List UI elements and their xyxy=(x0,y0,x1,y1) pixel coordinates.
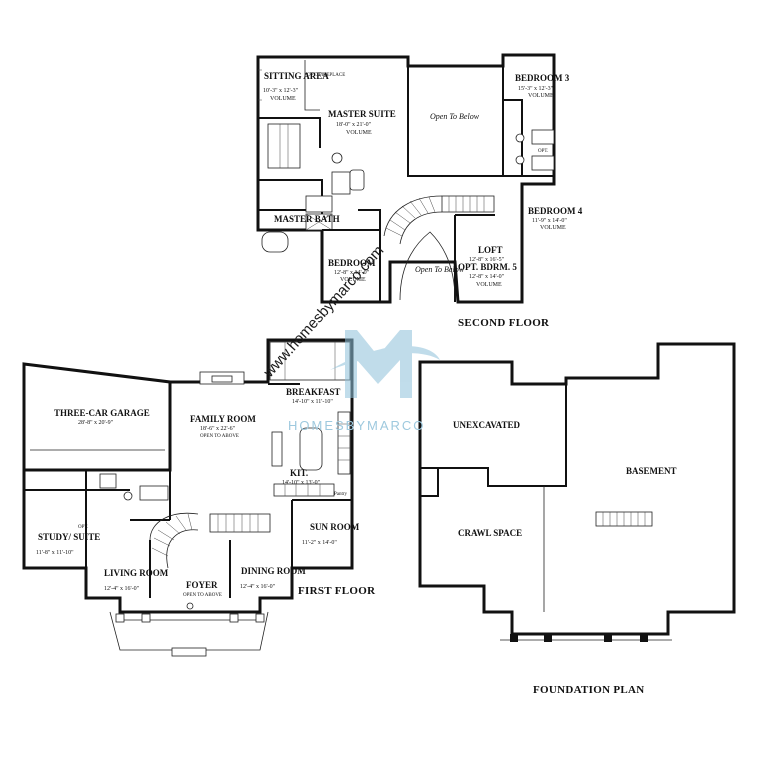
master-suite-dim: 18'-0" x 21'-0" xyxy=(336,122,372,128)
sun-room-label: SUN ROOM xyxy=(310,522,360,532)
master-suite-label: MASTER SUITE xyxy=(328,109,396,119)
bedroom-label: BEDROOM xyxy=(328,258,376,268)
kitchen-label: KIT. xyxy=(290,468,308,478)
loft-dim-2: 12'-8" x 14'-0" xyxy=(469,274,505,280)
loft-alt-label: OPT. BDRM. 5 xyxy=(458,262,517,272)
crawl-space-label: CRAWL SPACE xyxy=(458,528,522,538)
bedroom-4-volume: VOLUME xyxy=(540,225,566,231)
basement-label: BASEMENT xyxy=(626,466,677,476)
garage-label: THREE-CAR GARAGE xyxy=(54,408,150,418)
bedroom-4-label: BEDROOM 4 xyxy=(528,206,583,216)
kitchen-dim: 14'-10" x 13'-0" xyxy=(282,480,321,486)
dining-room-dim: 12'-4" x 16'-0" xyxy=(240,584,276,590)
loft-dim-1: 12'-8" x 16'-5" xyxy=(469,257,505,263)
bedroom-3-volume: VOLUME xyxy=(528,93,554,99)
breakfast-dim: 14'-10" x 11'-10" xyxy=(292,399,333,405)
loft-label: LOFT xyxy=(478,245,503,255)
foundation-plan-title: FOUNDATION PLAN xyxy=(533,684,645,696)
pantry-label: Pantry xyxy=(334,492,348,497)
first-floor-plan xyxy=(22,338,354,657)
family-room-label: FAMILY ROOM xyxy=(190,414,256,424)
watermark-logo-mark xyxy=(345,330,412,398)
breakfast-label: BREAKFAST xyxy=(286,387,340,397)
master-bath-text: MASTER BATH xyxy=(274,214,340,224)
foyer-open-above: OPEN TO ABOVE xyxy=(183,593,222,598)
foundation-plan xyxy=(418,342,736,642)
bedroom-volume: VOLUME xyxy=(340,277,366,283)
living-room-label: LIVING ROOM xyxy=(104,568,169,578)
master-bath-label: MASTER BATH xyxy=(274,214,340,224)
watermark-brand: HOMESBYMARCO xyxy=(288,418,425,433)
study-dim: 11'-8" x 11'-10" xyxy=(36,550,74,556)
bedroom-dim: 12'-8" x 14'-0" xyxy=(334,270,370,276)
watermark xyxy=(330,330,440,398)
opt-label-bed3: OPT. xyxy=(538,149,548,154)
unexcavated-label: UNEXCAVATED xyxy=(453,420,521,430)
opt-fireplace-label: OPT. FIREPLACE xyxy=(307,73,345,78)
foyer-label: FOYER xyxy=(186,580,218,590)
bedroom-4-dim: 11'-9" x 14'-0" xyxy=(532,218,567,224)
second-floor-title: SECOND FLOOR xyxy=(458,317,550,329)
loft-volume: VOLUME xyxy=(476,282,502,288)
bedroom-3-dim: 15'-3" x 12'-3" xyxy=(518,86,554,92)
sun-room-dim: 11'-2" x 14'-0" xyxy=(302,540,337,546)
garage-dim: 28'-8" x 20'-9" xyxy=(78,420,114,426)
open-to-below-2-label: Open To Below xyxy=(415,265,465,274)
open-to-below-label: Open To Below xyxy=(430,112,480,121)
first-floor-title: FIRST FLOOR xyxy=(298,585,376,597)
second-floor-plan xyxy=(256,53,556,304)
bedroom-3-label: BEDROOM 3 xyxy=(515,73,570,83)
study-opt-label: OPT. xyxy=(78,525,88,530)
study-label: STUDY/ SUITE xyxy=(38,532,100,542)
sitting-area-dim: 10'-3" x 12'-3" xyxy=(263,88,299,94)
watermark-logo-swoosh xyxy=(330,346,440,370)
sitting-area-volume: VOLUME xyxy=(270,96,296,102)
living-room-dim: 12'-4" x 16'-0" xyxy=(104,586,140,592)
dining-room-label: DINING ROOM xyxy=(241,566,306,576)
family-room-dim: 18'-6" x 22'-6" xyxy=(200,426,236,432)
sitting-area-label: SITTING AREA xyxy=(264,71,329,81)
family-open-above: OPEN TO ABOVE xyxy=(200,434,239,439)
master-suite-volume: VOLUME xyxy=(346,130,372,136)
